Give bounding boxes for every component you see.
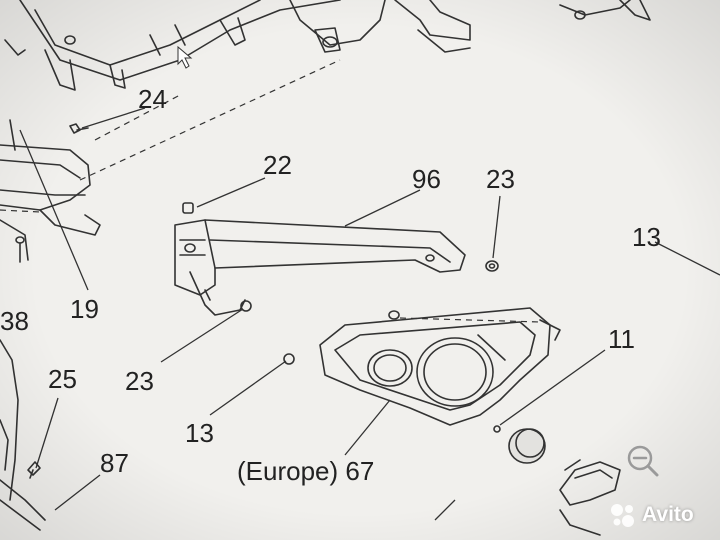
zoom-out-button[interactable] bbox=[622, 440, 664, 482]
avito-dots-icon bbox=[611, 504, 634, 527]
callout-23-top: 23 bbox=[486, 164, 515, 194]
callout-96: 96 bbox=[412, 164, 441, 194]
zoom-out-icon bbox=[627, 445, 659, 477]
callout-13-right: 13 bbox=[632, 222, 661, 252]
callout-11: 11 bbox=[608, 324, 635, 354]
callout-24: 24 bbox=[138, 84, 167, 114]
callout-38: 38 bbox=[0, 306, 29, 336]
callout-87: 87 bbox=[100, 448, 129, 478]
avito-watermark: Avito bbox=[608, 500, 694, 530]
callout-13-left: 13 bbox=[185, 418, 214, 448]
callout-25: 25 bbox=[48, 364, 77, 394]
callout-19: 19 bbox=[70, 294, 99, 324]
callout-23-bottom: 23 bbox=[125, 366, 154, 396]
callout-europe-67: (Europe) 67 bbox=[237, 456, 375, 486]
callout-22: 22 bbox=[263, 150, 292, 180]
watermark-text: Avito bbox=[642, 503, 694, 526]
